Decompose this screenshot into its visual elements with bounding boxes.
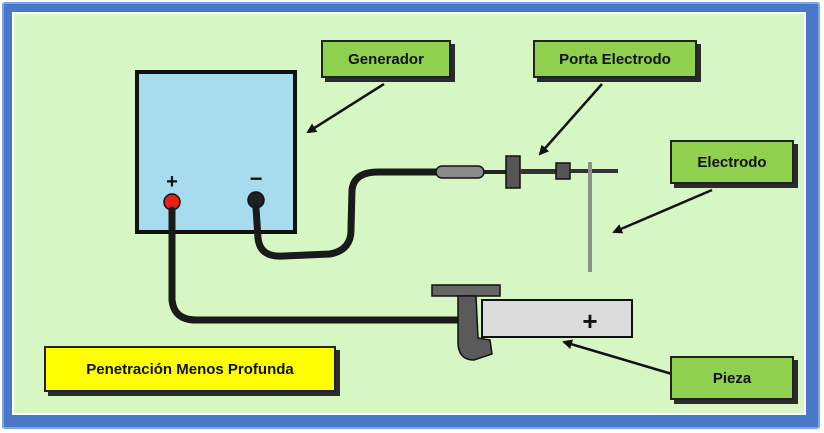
clamp-top bbox=[431, 284, 501, 297]
negative-terminal-sign: − bbox=[250, 166, 263, 191]
label-porta-electrodo: Porta Electrodo bbox=[533, 40, 697, 78]
label-generador: Generador bbox=[321, 40, 451, 78]
electrode bbox=[588, 162, 592, 272]
arrow-porta-electrodo bbox=[538, 83, 603, 156]
label-pieza: Pieza bbox=[670, 356, 794, 400]
workpiece-positive-sign: + bbox=[582, 306, 597, 336]
positive-terminal-sign: + bbox=[166, 171, 178, 193]
holder-guard bbox=[505, 155, 521, 189]
holder-rod bbox=[520, 169, 556, 174]
workpiece bbox=[481, 299, 633, 338]
label-electrodo: Electrodo bbox=[670, 140, 794, 184]
arrow-pieza bbox=[562, 339, 673, 376]
holder-jaw bbox=[555, 162, 571, 180]
generator-box bbox=[135, 70, 297, 234]
holder-neck bbox=[484, 170, 510, 174]
holder-tip bbox=[570, 169, 618, 173]
label-penetracion: Penetración Menos Profunda bbox=[44, 346, 336, 392]
arrow-generador bbox=[306, 82, 385, 134]
arrow-electrodo bbox=[612, 188, 713, 234]
clamp-jaw bbox=[457, 295, 493, 361]
ground-cable bbox=[168, 206, 464, 324]
electrode-cable bbox=[252, 168, 444, 260]
holder-grip bbox=[435, 165, 485, 179]
